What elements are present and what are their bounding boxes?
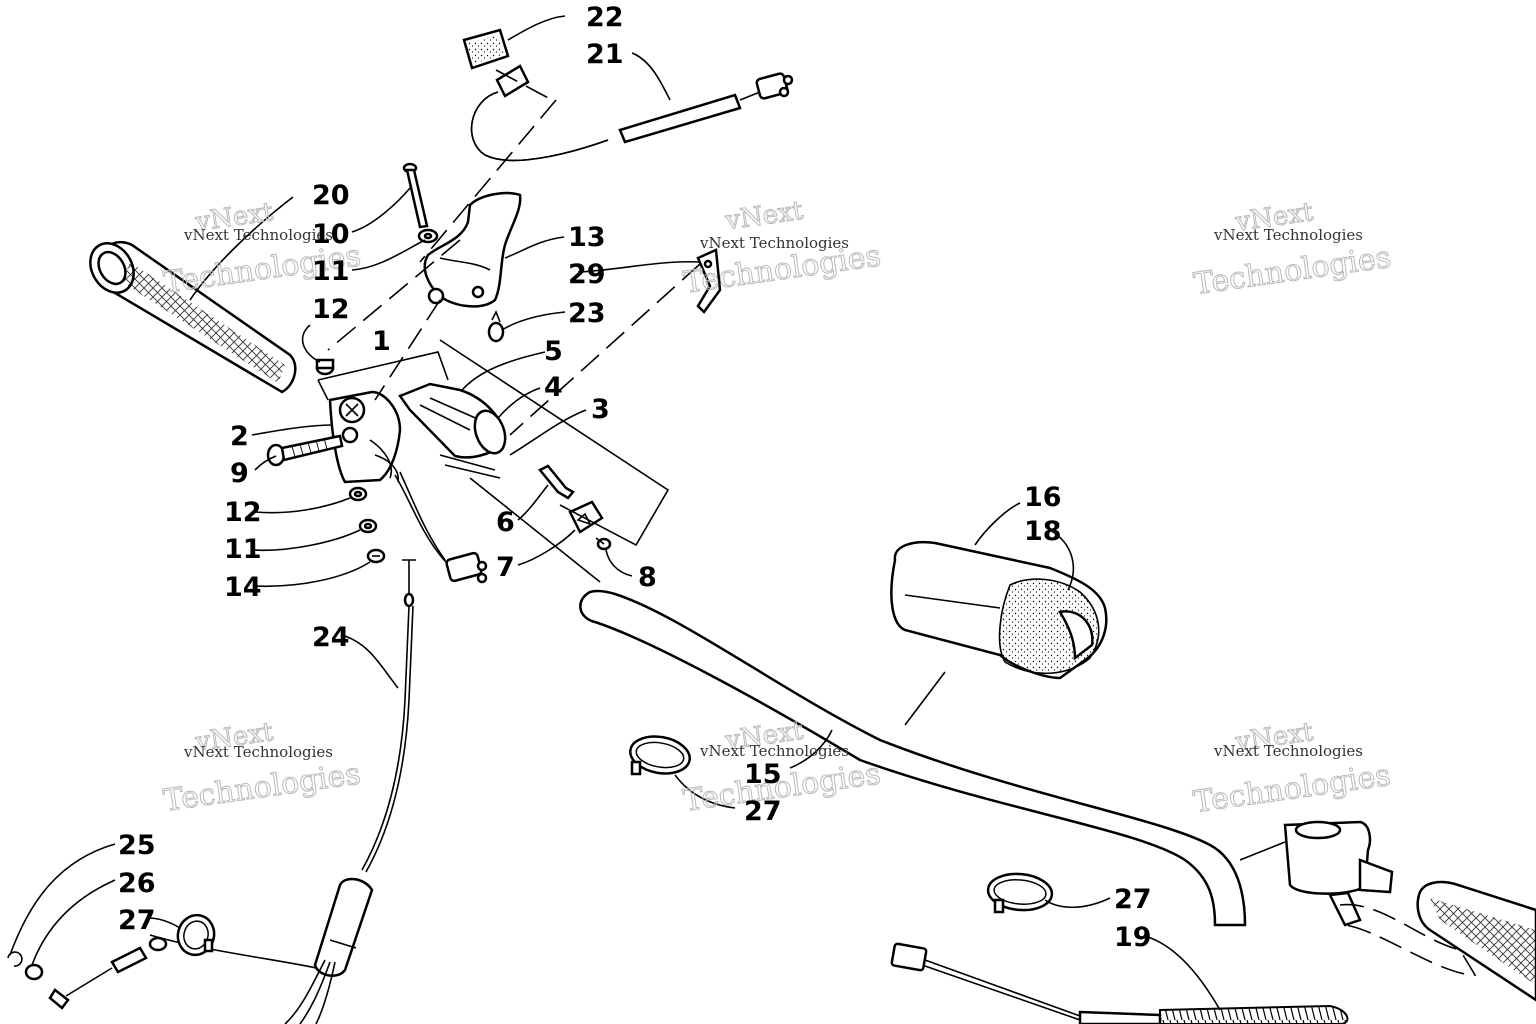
watermark-bottom-left: vNext Technologies <box>161 717 363 820</box>
watermark-word: Technologies <box>1192 240 1393 302</box>
part-8-screw <box>595 537 612 551</box>
callout-23: 23 <box>568 298 606 329</box>
callout-29: 29 <box>568 259 606 290</box>
callout-22: 22 <box>586 2 624 33</box>
part-12-lower-washer <box>348 486 368 502</box>
callout-13: 13 <box>568 222 606 253</box>
assembly-guide-lines <box>317 69 946 726</box>
part-21-heater-wire <box>470 64 794 162</box>
part-7-contact-block <box>568 500 604 534</box>
callout-25: 25 <box>118 830 156 861</box>
part-15-handlebar <box>579 589 1286 927</box>
callout-26: 26 <box>118 868 156 899</box>
part-22-pad <box>462 28 510 70</box>
callout-leaders <box>9 15 1221 1011</box>
callout-5: 5 <box>544 336 563 367</box>
callout-12-upper: 12 <box>312 294 350 325</box>
callout-10: 10 <box>312 219 350 250</box>
callout-7: 7 <box>496 552 515 583</box>
callout-15: 15 <box>744 759 782 790</box>
callout-18: 16 <box>1024 482 1062 513</box>
part-13-throttle-lever <box>423 191 522 308</box>
watermark-line: vNext Technologies <box>183 226 333 244</box>
watermark-line: vNext Technologies <box>1213 226 1363 244</box>
callout-4: 4 <box>544 372 563 403</box>
callout-11-upper: 11 <box>312 256 350 287</box>
part-27-clamp-right <box>986 872 1054 914</box>
part-16-left-grip <box>89 240 297 394</box>
part-11-lower-washer <box>358 518 378 534</box>
part-6-spring-clip <box>538 464 575 500</box>
watermark-line: vNext Technologies <box>699 234 849 252</box>
watermark-word: Technologies <box>1191 758 1392 820</box>
callout-1: 1 <box>372 326 391 357</box>
callout-16: 20 <box>312 180 350 211</box>
callout-9: 9 <box>230 458 249 489</box>
part-27-clamp-middle <box>629 735 691 776</box>
callout-14: 14 <box>224 572 262 603</box>
callout-11-lower: 11 <box>224 534 262 565</box>
part-4-5-switch-assembly <box>398 382 507 479</box>
watermark-word: Technologies <box>681 756 882 818</box>
part-cable-end-adjuster <box>48 936 168 1010</box>
callout-8: 8 <box>638 562 657 593</box>
part-14-lower-ring <box>366 548 386 564</box>
callout-27-left: 27 <box>118 905 156 936</box>
part-20-heater-element <box>890 942 1349 1024</box>
part-29-bracket <box>696 248 722 314</box>
part-18-19-bar-pad <box>890 541 1108 680</box>
callout-2: 2 <box>230 421 249 452</box>
watermark-word: Technologies <box>161 756 362 818</box>
part-26-washer <box>24 963 44 981</box>
callout-24: 24 <box>312 622 350 653</box>
part-right-grip <box>1416 880 1536 1002</box>
part-24-throttle-cable <box>149 559 416 1024</box>
watermark-bottom-right: vNext Technologies <box>1191 717 1393 821</box>
part-switch-wire-lead <box>394 471 488 584</box>
watermark-line: vNext Technologies <box>1213 742 1363 760</box>
watermark-brand: vNext <box>723 196 806 237</box>
part-brake-master-cylinder <box>1283 820 1477 976</box>
callout-labels: 22 21 20 10 11 13 29 23 12 1 5 4 3 2 9 1… <box>118 2 1152 953</box>
callout-19: 18 <box>1024 516 1062 547</box>
callout-27-middle: 27 <box>744 796 782 827</box>
callout-3: 3 <box>591 394 610 425</box>
part-11-upper-washer <box>417 228 439 244</box>
part-23-clip <box>487 310 505 343</box>
callout-20: 19 <box>1114 922 1152 953</box>
part-10-pin <box>402 162 429 229</box>
watermark-line: vNext Technologies <box>699 742 849 760</box>
watermark-top-right: vNext Technologies <box>1191 197 1393 303</box>
part-9-bolt <box>266 434 344 467</box>
part-12-upper-nut <box>315 358 335 376</box>
callout-12-lower: 12 <box>224 497 262 528</box>
callout-27-right: 27 <box>1114 884 1152 915</box>
part-27-clamp-left <box>176 913 216 957</box>
callout-6: 6 <box>496 507 515 538</box>
callout-21: 21 <box>586 39 624 70</box>
watermark-line: vNext Technologies <box>183 743 333 761</box>
